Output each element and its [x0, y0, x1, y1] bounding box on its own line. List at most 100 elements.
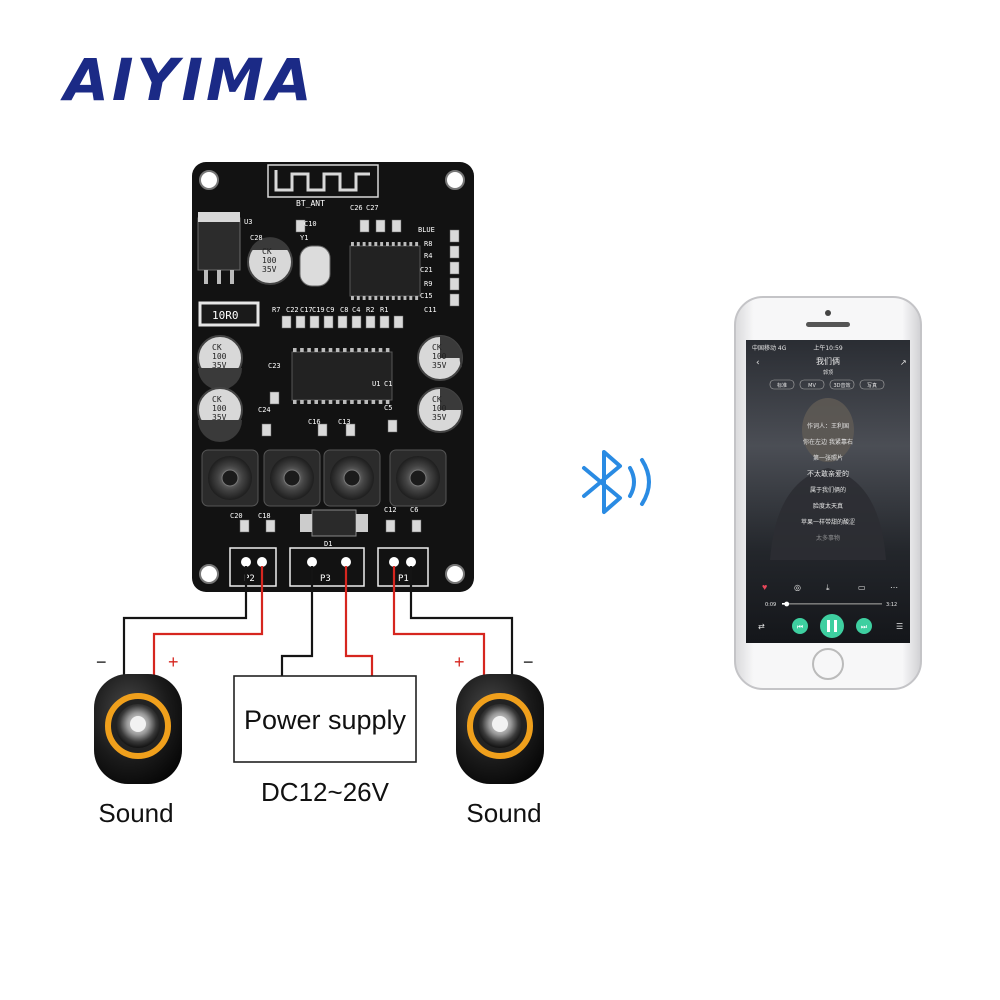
silkscreen-label: C12: [384, 506, 397, 514]
silkscreen-label: C5: [384, 404, 392, 412]
silkscreen-label: C26: [350, 204, 363, 212]
lyric-line: 你在左边 我紧靠右: [803, 438, 853, 446]
earpiece: [806, 322, 850, 327]
silkscreen-label: C1: [384, 380, 392, 388]
lyric-line: 苹果一样带甜的酸涩: [801, 518, 855, 526]
silkscreen-label: C18: [258, 512, 271, 520]
silkscreen-label: BLUE: [418, 226, 435, 234]
capacitor-left-1: [197, 335, 243, 390]
silkscreen-label: U1: [372, 380, 380, 388]
mounting-hole: [445, 564, 465, 584]
capacitor-top: [247, 237, 293, 285]
wire-left-positive: [152, 566, 264, 680]
progress-track[interactable]: [782, 603, 882, 605]
lyric-line: 第一张照片: [813, 454, 843, 462]
silkscreen-label: C19: [312, 306, 325, 314]
share-icon[interactable]: ↗: [900, 358, 907, 367]
progress-knob[interactable]: [784, 601, 790, 607]
capacitor-marking: 100: [212, 352, 227, 361]
artist-name: 郭顶: [823, 369, 833, 376]
left-plus-label: +: [168, 652, 179, 672]
silkscreen-label: C16: [308, 418, 321, 426]
silkscreen-label: R1: [380, 306, 388, 314]
mounting-hole: [199, 170, 219, 190]
svg-text:P1: P1: [398, 574, 409, 584]
capacitor-marking: 100: [432, 352, 447, 361]
prev-icon[interactable]: [792, 618, 808, 634]
left-speaker-label: Sound: [98, 798, 173, 828]
silkscreen-label: C11: [424, 306, 437, 314]
ringtone-icon[interactable]: ◎: [794, 583, 801, 592]
silkscreen-label: R4: [424, 252, 432, 260]
power-supply-box: [233, 675, 417, 763]
connector-p1: P1: [377, 547, 429, 587]
silkscreen-label: R9: [424, 280, 432, 288]
right-speaker: [456, 674, 544, 784]
svg-text:P2: P2: [244, 574, 255, 584]
more-icon[interactable]: ⋯: [890, 583, 898, 592]
download-icon[interactable]: ⤓: [826, 583, 830, 592]
quality-tag-label: 3D音效: [833, 382, 850, 389]
status-time: 上午10:59: [813, 344, 842, 352]
silkscreen-label: C4: [352, 306, 360, 314]
silkscreen-label: C23: [268, 362, 281, 370]
capacitor-marking: 35V: [212, 413, 227, 422]
silkscreen-label: C22: [286, 306, 299, 314]
silkscreen-label: C28: [250, 234, 263, 242]
back-icon[interactable]: ‹: [756, 358, 760, 368]
lyric-line: 作词人：王利国: [807, 422, 849, 430]
playlist-icon[interactable]: ☰: [896, 622, 903, 631]
quality-tag[interactable]: [799, 379, 825, 390]
play-pause-icon[interactable]: [820, 614, 844, 638]
lyric-line: 不太敢亲爱的: [807, 469, 849, 478]
silkscreen-label: Y1: [300, 234, 308, 242]
capacitor-left-2: [197, 387, 243, 442]
silkscreen-label: C15: [420, 292, 433, 300]
lyric-line: 属于我们俩的: [810, 486, 846, 494]
capacitor-marking: 100: [262, 256, 277, 265]
elapsed-time: 0:09: [765, 602, 776, 608]
capacitor-marking: 100: [212, 404, 227, 413]
silkscreen-label: C10: [304, 220, 317, 228]
silkscreen-label: R2: [366, 306, 374, 314]
heart-icon[interactable]: ♥: [762, 582, 767, 592]
svg-text:⏭: ⏭: [861, 624, 868, 631]
smd-components: [239, 219, 460, 533]
wire-right-negative: [409, 566, 514, 680]
svg-text:P3: P3: [320, 574, 331, 584]
quality-tag[interactable]: [769, 379, 795, 390]
right-minus-label: −: [523, 652, 534, 672]
quality-tag[interactable]: [859, 379, 885, 390]
quality-tag[interactable]: [829, 379, 855, 390]
wire-power-positive: [344, 566, 374, 676]
silkscreen-label: C24: [258, 406, 271, 414]
diode: [311, 509, 357, 537]
status-carrier: 中国移动 4G: [752, 344, 787, 352]
bt-antenna: [274, 170, 370, 192]
crystal: [299, 245, 331, 287]
right-speaker-label: Sound: [466, 798, 541, 828]
silkscreen-label: C6: [410, 506, 418, 514]
left-minus-label: −: [96, 652, 107, 672]
capacitor-marking: 35V: [432, 413, 447, 422]
shuffle-icon[interactable]: ⇄: [758, 622, 765, 631]
silkscreen-label: U3: [244, 218, 252, 226]
comment-icon[interactable]: ▭: [858, 583, 866, 592]
power-resistor: [198, 301, 260, 327]
inductors: [201, 449, 447, 507]
quality-tag-label: 写真: [867, 382, 877, 389]
song-title: 我们俩: [816, 356, 840, 366]
silkscreen-label: D1: [324, 540, 332, 548]
voltage-label: DC12~26V: [261, 777, 390, 807]
capacitor-marking: CK: [262, 247, 272, 256]
bt-chip: [349, 245, 421, 297]
capacitor-marking: 100: [432, 404, 447, 413]
silkscreen-label: C21: [420, 266, 433, 274]
brand-logo: AIYIMA: [64, 46, 315, 114]
next-icon[interactable]: [856, 618, 872, 634]
capacitor-marking: 35V: [262, 265, 277, 274]
home-button[interactable]: [812, 648, 844, 680]
silkscreen-label: R8: [424, 240, 432, 248]
